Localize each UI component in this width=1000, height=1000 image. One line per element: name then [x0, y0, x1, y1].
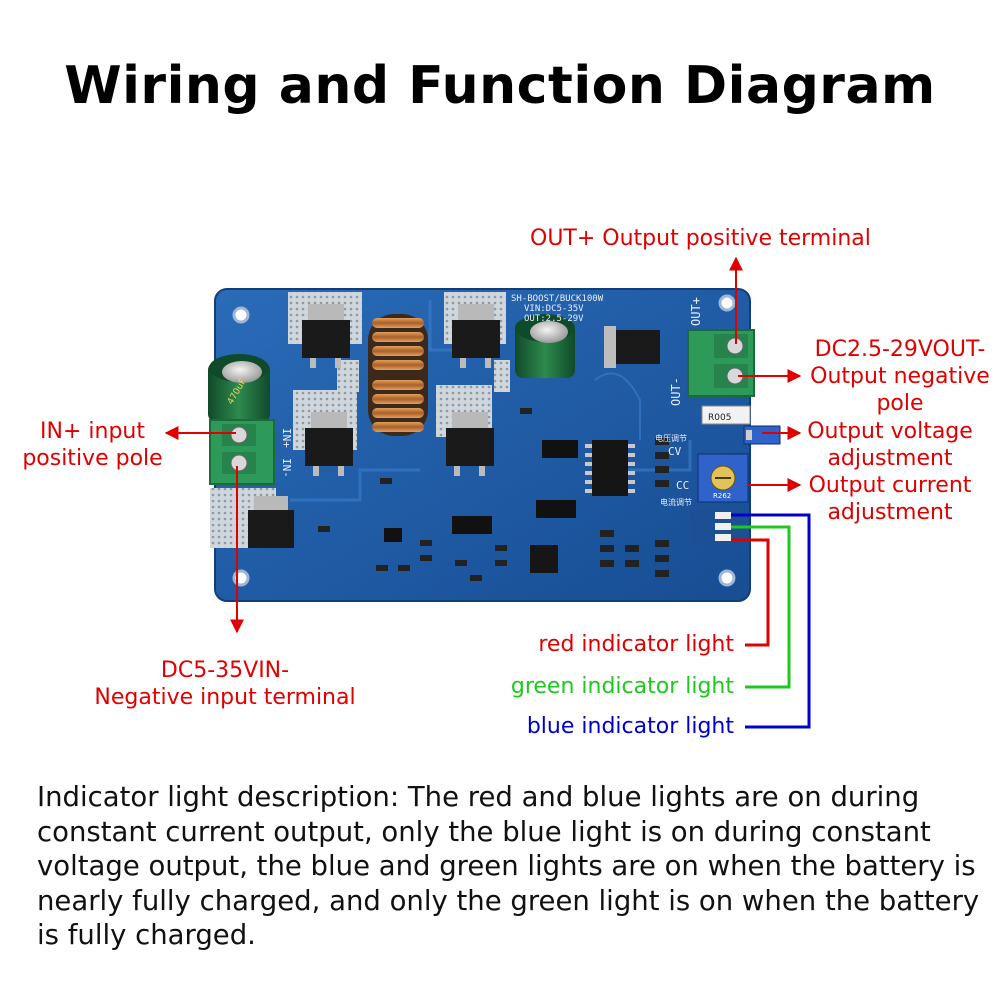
red-light-leader	[731, 538, 770, 647]
smd-components	[318, 408, 669, 581]
green-light-label: green indicator light	[510, 674, 734, 699]
diode	[542, 440, 578, 458]
silk-model: SH-BOOST/BUCK100W	[511, 294, 604, 304]
out-plus-label: OUT+ Output positive terminal	[530, 226, 871, 251]
input-terminal-block	[209, 419, 275, 485]
voltage-adjust-label: Output voltage adjustment	[800, 418, 980, 472]
in-minus-label-line2: Negative input terminal	[94, 685, 356, 710]
voltage-adjust-label-line1: Output voltage	[807, 419, 973, 444]
annotation-leaders	[164, 256, 802, 634]
in-plus-label-line2: positive pole	[22, 446, 163, 471]
silk-voltage-adjust: 电压调节	[655, 433, 687, 443]
regulator	[604, 326, 660, 368]
silk-current-adjust: 电流调节	[660, 497, 692, 507]
out-minus-label: DC2.5-29VOUT- Output negative pole	[800, 336, 1000, 417]
mosfet	[446, 412, 494, 476]
out-minus-label-line1: DC2.5-29VOUT-	[814, 337, 986, 362]
qfn-chip	[530, 545, 558, 573]
silk-out-minus: OUT-	[669, 377, 683, 406]
silk-cv: CV	[668, 445, 682, 458]
blue-light-label: blue indicator light	[526, 714, 734, 739]
green-light-leader	[731, 525, 791, 689]
led-red-pad	[715, 534, 731, 541]
out-minus-label-line2: Output negative	[810, 364, 990, 389]
in-plus-label-line1: IN+ input	[40, 419, 145, 444]
in-plus-label: IN+ input positive pole	[10, 418, 175, 472]
indicator-description: Indicator light description: The red and…	[37, 781, 980, 951]
led-green-pad	[715, 523, 731, 530]
silk-in-plus: IN+	[280, 428, 293, 448]
control-ic	[585, 440, 635, 496]
silk-vin: VIN:DC5-35V	[524, 304, 584, 314]
mosfet	[302, 304, 350, 368]
mosfet	[305, 412, 353, 476]
sense-resistor	[701, 405, 751, 425]
page-title: Wiring and Function Diagram	[64, 56, 936, 116]
sense-resistor-code: R005	[708, 413, 731, 423]
heatsink-pad	[494, 360, 510, 392]
voltage-adjust-label-line2: adjustment	[827, 446, 953, 471]
current-potentiometer: R262	[697, 453, 749, 503]
blue-light-leader	[731, 513, 811, 729]
input-negative-screw	[230, 454, 248, 472]
out-minus-label-line3: pole	[876, 391, 924, 416]
red-light-label: red indicator light	[538, 632, 734, 657]
output-capacitor	[515, 314, 575, 378]
current-adjust-label: Output current adjustment	[800, 472, 980, 526]
transistor	[384, 528, 402, 542]
heatsink-pad	[337, 360, 359, 392]
mounting-hole	[718, 294, 736, 312]
led-blue-pad	[715, 512, 731, 519]
input-capacitor: 470uF	[208, 354, 270, 422]
current-adjust-label-line1: Output current	[808, 473, 972, 498]
in-minus-label-line1: DC5-35VIN-	[160, 658, 290, 683]
current-adjust-label-line2: adjustment	[827, 500, 953, 525]
output-terminal-block	[687, 329, 755, 397]
mounting-hole	[718, 569, 736, 587]
current-pot-code: R262	[713, 492, 731, 500]
silk-vout: OUT:2.5-29V	[524, 314, 584, 324]
diode	[452, 516, 492, 534]
in-minus-label: DC5-35VIN- Negative input terminal	[70, 657, 380, 711]
input-positive-screw	[230, 426, 248, 444]
mounting-hole	[232, 306, 250, 324]
mosfet	[248, 496, 294, 548]
inductor-toroid	[368, 314, 428, 436]
voltage-potentiometer	[743, 425, 781, 445]
mosfet	[452, 304, 500, 368]
diode	[536, 500, 576, 518]
silk-in-minus: IN-	[280, 458, 293, 478]
silk-out-plus: OUT+	[689, 297, 703, 326]
silk-cc: CC	[676, 479, 689, 492]
